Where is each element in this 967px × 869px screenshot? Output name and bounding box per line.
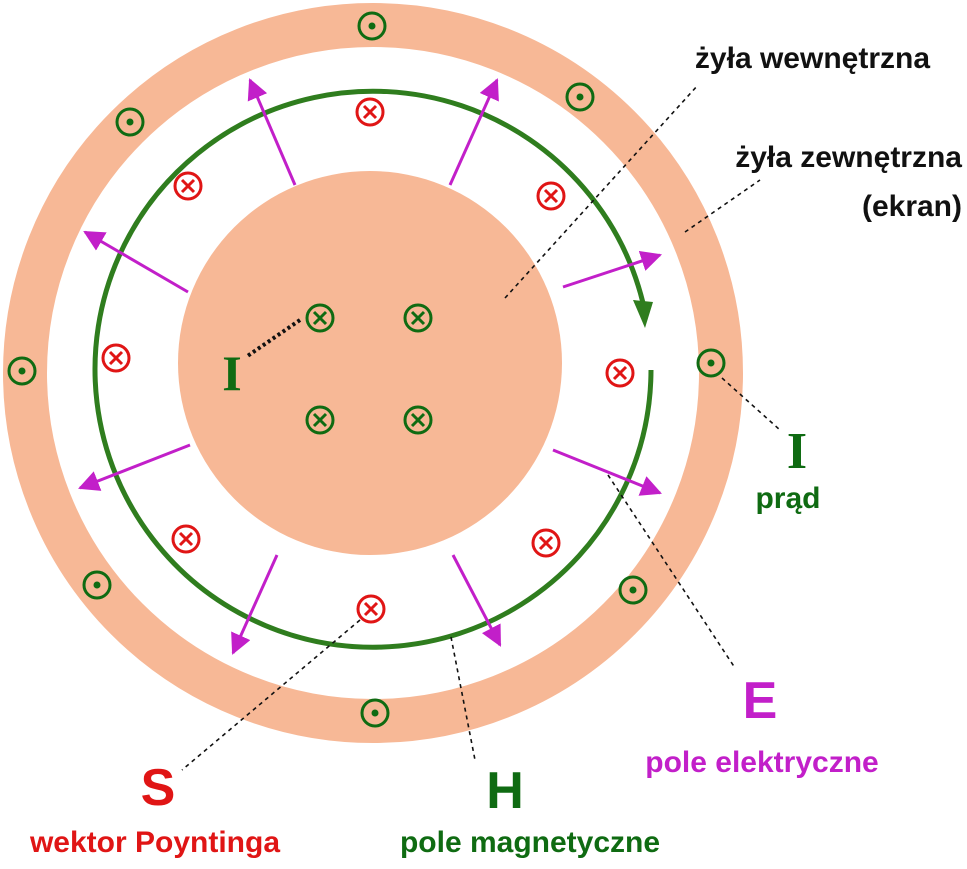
label-inner-conductor: żyła wewnętrzna — [695, 42, 930, 75]
e-field-arrow — [451, 554, 502, 647]
circle-dot-icon — [115, 107, 145, 137]
circle-cross-icon — [531, 528, 561, 558]
circle-cross-icon — [605, 358, 635, 388]
outer-current-markers — [7, 11, 726, 728]
label-e-name: pole elektryczne — [645, 746, 878, 779]
circle-cross-icon — [305, 303, 335, 333]
circle-dot-icon — [82, 570, 112, 600]
circle-cross-icon — [356, 594, 386, 624]
circle-cross-icon — [403, 303, 433, 333]
leader-lines — [181, 84, 781, 771]
e-field-arrow — [247, 78, 297, 186]
leader-inner-current — [244, 318, 302, 359]
e-field-arrows — [78, 78, 662, 655]
circle-dot-icon — [565, 82, 595, 112]
e-field-arrow — [448, 78, 499, 186]
e-field-arrow — [78, 443, 191, 491]
leader-s-vector — [181, 619, 361, 771]
circle-cross-icon — [305, 405, 335, 435]
e-field-arrow — [83, 230, 189, 294]
circle-cross-icon — [536, 181, 566, 211]
label-inner-current-symbol: I — [222, 345, 241, 401]
label-s-symbol: S — [141, 759, 176, 817]
label-h-symbol: H — [486, 762, 524, 820]
circle-dot-icon — [7, 356, 37, 386]
circle-cross-icon — [355, 97, 385, 127]
label-current-name: prąd — [755, 482, 820, 515]
circle-cross-icon — [101, 343, 131, 373]
poynting-markers — [101, 97, 635, 624]
label-e-symbol: E — [743, 672, 778, 730]
circle-dot-icon — [357, 11, 387, 41]
label-outer-conductor-line2: (ekran) — [862, 190, 962, 223]
inner-current-markers — [305, 303, 433, 435]
inner-conductor — [178, 171, 562, 555]
circle-cross-icon — [403, 405, 433, 435]
label-s-name: wektor Poyntinga — [29, 826, 280, 859]
circle-dot-icon — [618, 575, 648, 605]
h-field-arrowhead — [633, 300, 653, 328]
h-field-line — [92, 88, 654, 650]
leader-current — [721, 377, 781, 431]
circle-cross-icon — [173, 171, 203, 201]
circle-dot-icon — [696, 348, 726, 378]
leader-e-field — [607, 474, 736, 669]
e-field-arrow — [562, 250, 662, 289]
label-current-symbol: I — [787, 423, 807, 480]
leader-h-field — [450, 636, 476, 761]
label-outer-conductor-line1: żyła zewnętrzna — [735, 141, 962, 174]
e-field-arrow — [552, 448, 662, 496]
circle-dot-icon — [360, 698, 390, 728]
label-h-name: pole magnetyczne — [400, 826, 660, 859]
circle-cross-icon — [171, 524, 201, 554]
e-field-arrow — [231, 554, 279, 655]
